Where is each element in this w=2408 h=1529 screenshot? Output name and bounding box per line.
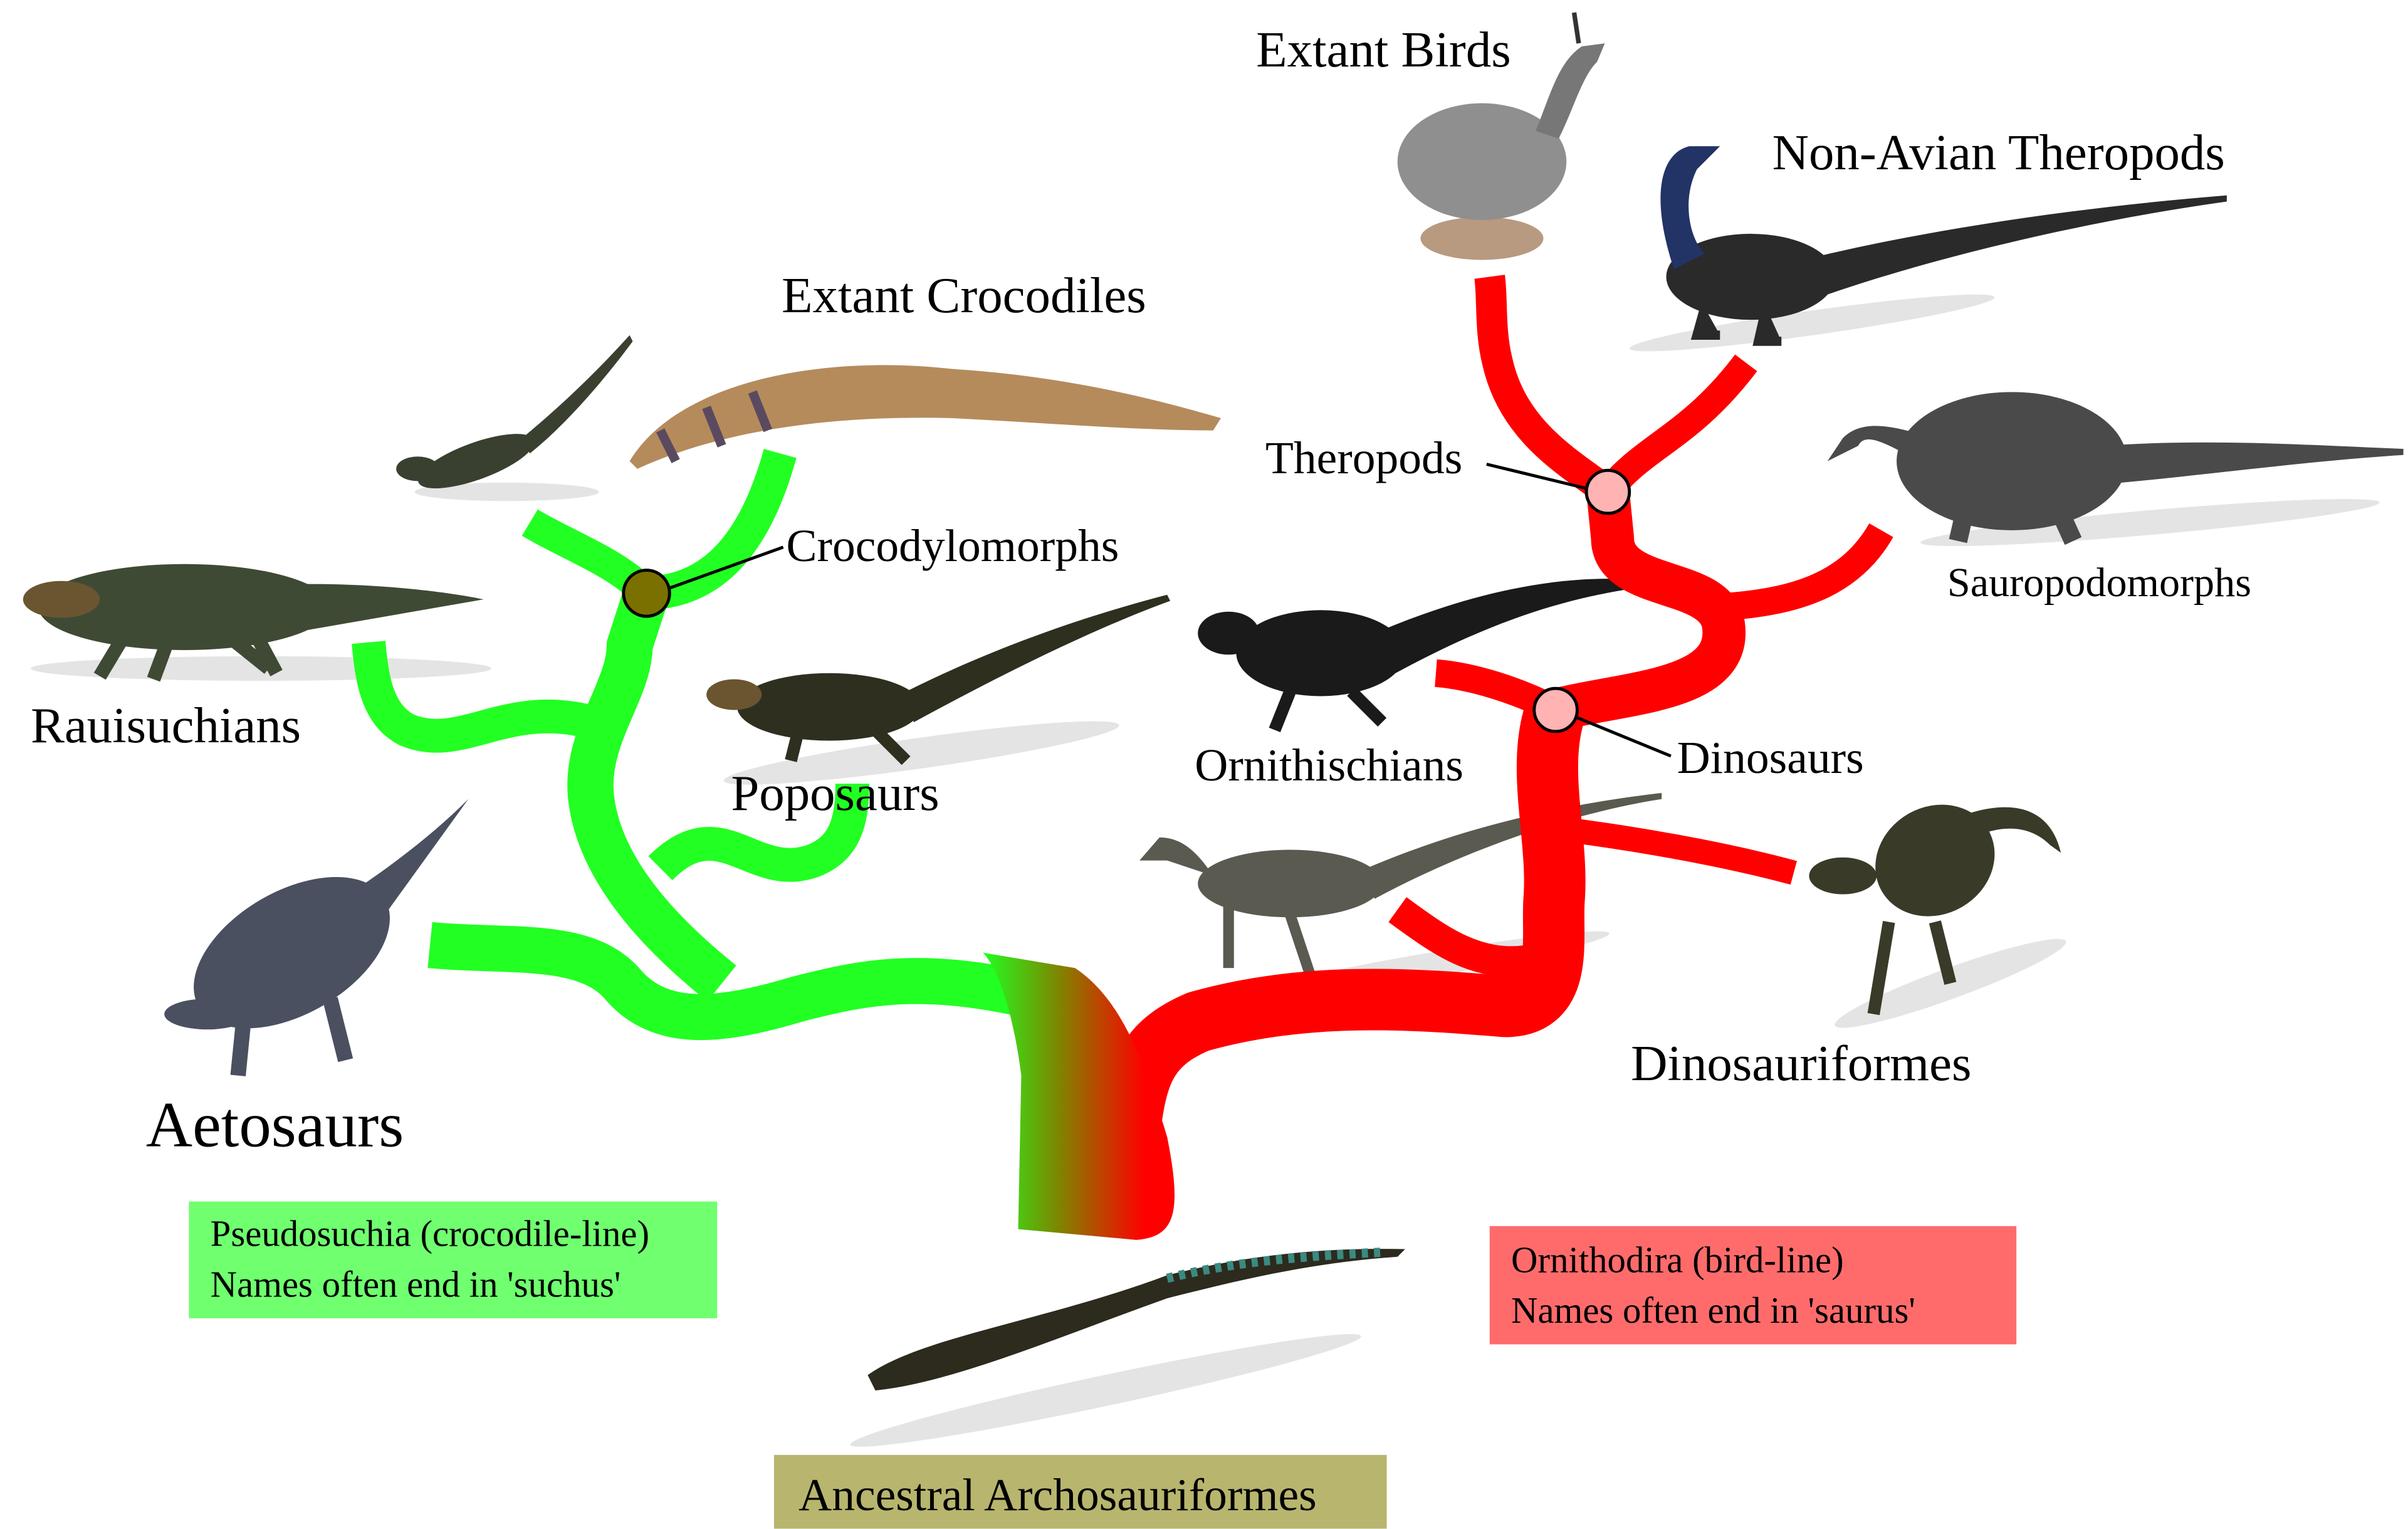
label-extant-crocodiles: Extant Crocodiles (782, 268, 1146, 323)
poposaur-illustration (706, 594, 1171, 765)
ornithodira-branches (1098, 275, 1893, 1141)
crocodylomorph-node (622, 569, 671, 618)
dinosaurs-leader-line (1576, 716, 1672, 758)
label-crocodylomorphs: Crocodylomorphs (787, 520, 1119, 571)
small-crocodylomorph-illustration (396, 335, 633, 489)
saurischian-branch (1550, 490, 1746, 731)
pseudosuchia-main-branch (567, 586, 736, 1002)
non-avian-theropod-illustration (1660, 146, 2227, 346)
ancestral-trunk (983, 952, 1175, 1240)
label-aetosaurs: Aetosaurs (146, 1089, 404, 1160)
ancestral-archosauriform-illustration (867, 1248, 1405, 1390)
sauropodomorph-branch (1719, 523, 1893, 621)
crocodylomorphs-leader-line (667, 545, 784, 591)
label-sauropodomorphs: Sauropodomorphs (1947, 560, 2251, 606)
label-theropods: Theropods (1265, 433, 1462, 483)
label-dinosauriformes: Dinosauriformes (1631, 1036, 1971, 1091)
extant-bird-illustration (1397, 12, 1605, 260)
theropod-node (1584, 468, 1631, 515)
label-poposaurs: Poposaurs (731, 765, 939, 821)
aetosaur-illustration (164, 799, 469, 1076)
sauropodomorph-illustration (1827, 392, 2404, 545)
ornithodira-legend-line2: Names often end in 'saurus' (1511, 1290, 1915, 1331)
rauisuchian-illustration (23, 564, 484, 682)
theropods-leader-line (1486, 463, 1589, 491)
label-dinosaurs: Dinosaurs (1677, 732, 1864, 783)
poposaur-branch (648, 783, 869, 882)
ornithodira-main-branch (1098, 700, 1586, 1141)
extant-crocodile-illustration (629, 365, 1221, 469)
early-dinosauriform-illustration (1139, 792, 1662, 985)
label-rauisuchians: Rauisuchians (31, 698, 301, 754)
ornithodira-legend-box: Ornithodira (bird-line) Names often end … (1489, 1226, 2017, 1345)
rauisuchian-branch (352, 641, 596, 753)
early-dinosaur-illustration (1809, 804, 2061, 1016)
ancestral-legend-box: Ancestral Archosauriformes (773, 1454, 1387, 1529)
pseudosuchia-legend-line1: Pseudosuchia (crocodile-line) (211, 1214, 649, 1254)
aetosaur-branch (427, 922, 1050, 1041)
pseudosuchia-legend-line2: Names often end in 'suchus' (211, 1264, 621, 1305)
bird-branch (1474, 275, 1617, 505)
non-avian-theropod-branch (1596, 354, 1757, 501)
label-ornithischians: Ornithischians (1195, 740, 1463, 791)
ancestral-legend-label: Ancestral Archosauriformes (798, 1469, 1317, 1520)
early-dinosaur-branch (1564, 817, 1798, 885)
dinosaur-node (1532, 686, 1579, 733)
label-non-avian-theropods: Non-Avian Theropods (1772, 125, 2225, 181)
early-dinosauriform-branch (1388, 897, 1531, 977)
ornithodira-legend-line1: Ornithodira (bird-line) (1511, 1239, 1844, 1280)
label-extant-birds: Extant Birds (1256, 22, 1510, 78)
pseudosuchia-legend-box: Pseudosuchia (crocodile-line) Names ofte… (189, 1201, 718, 1318)
